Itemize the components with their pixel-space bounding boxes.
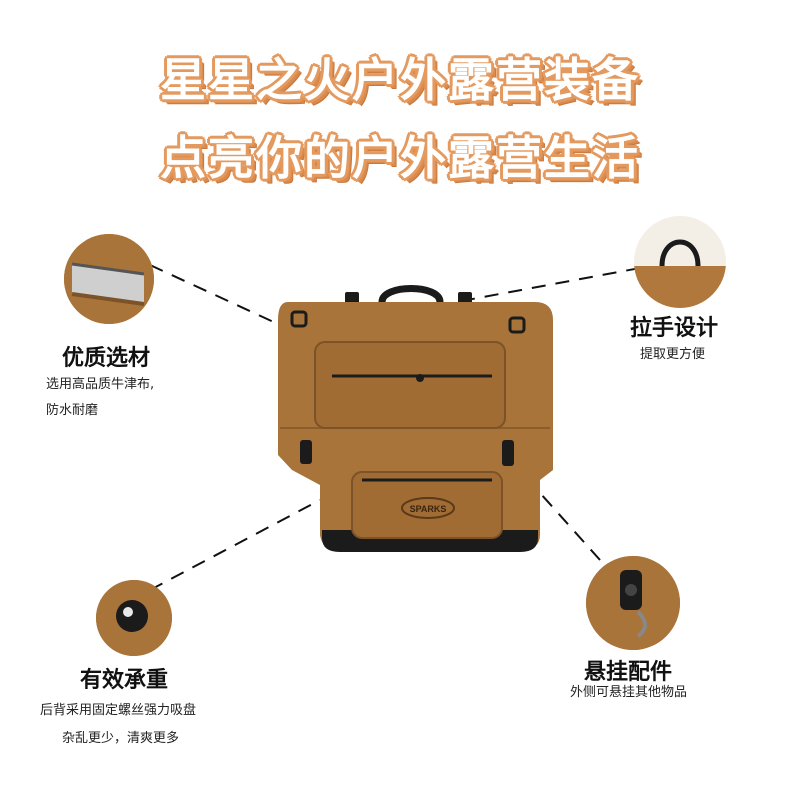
product-bag-image: SPARKS xyxy=(278,285,553,552)
material-title: 优质选材 xyxy=(62,346,151,371)
connector-handle xyxy=(439,267,641,306)
bag-upper-pocket xyxy=(314,341,506,429)
handle-detail-image xyxy=(634,216,726,308)
hanging-desc-1: 外侧可悬挂其他物品 xyxy=(570,685,688,700)
headline-line-2: 点亮你的户外露营生活 xyxy=(160,131,640,185)
handle-desc-1: 提取更方便 xyxy=(640,347,706,362)
material-desc-1: 选用高品质牛津布, xyxy=(46,377,155,392)
material-detail-image xyxy=(64,234,154,324)
connector-load xyxy=(149,499,321,591)
hanging-title: 悬挂配件 xyxy=(584,660,673,685)
hanging-detail-image xyxy=(586,556,680,650)
suction-cup-detail-image xyxy=(96,580,172,656)
load-desc-2: 杂乱更少，清爽更多 xyxy=(62,731,180,746)
load-title: 有效承重 xyxy=(80,668,169,693)
bag-lower-pocket xyxy=(351,471,503,539)
bag-logo-icon xyxy=(401,497,455,519)
bag-handle xyxy=(378,285,444,304)
connector-material xyxy=(149,264,331,349)
headline-line-1: 星星之火户外露营装备 xyxy=(160,53,640,107)
handle-title: 拉手设计 xyxy=(630,316,719,341)
bag-clip-left xyxy=(345,292,359,304)
bag-logo-text: SPARKS xyxy=(410,504,447,514)
material-desc-2: 防水耐磨 xyxy=(46,403,99,418)
load-desc-1: 后背采用固定螺丝强力吸盘 xyxy=(40,703,197,718)
bag-clip-right xyxy=(458,292,472,304)
